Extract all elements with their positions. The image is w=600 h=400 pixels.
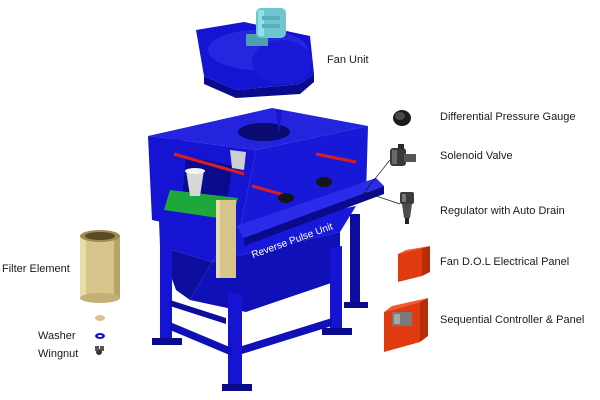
fan-unit xyxy=(196,8,314,98)
filter-element-label: Filter Element xyxy=(2,263,70,275)
wingnut xyxy=(95,346,104,355)
regulator-auto-drain xyxy=(400,192,414,224)
fan-unit-label: Fan Unit xyxy=(327,54,369,66)
fan-dol-panel xyxy=(398,246,430,282)
differential-pressure-gauge-label: Differential Pressure Gauge xyxy=(440,111,576,123)
sequential-controller-label: Sequential Controller & Panel xyxy=(440,314,585,326)
filter-element xyxy=(80,230,120,303)
differential-pressure-gauge xyxy=(393,110,411,126)
support-legs xyxy=(152,214,368,391)
venturi xyxy=(186,170,204,196)
sequential-controller-panel xyxy=(384,298,428,352)
reverse-pulse-assembly xyxy=(173,152,384,246)
fan-dol-panel-label: Fan D.O.L Electrical Panel xyxy=(440,256,570,268)
solenoid-valve xyxy=(390,144,416,166)
washer-label: Washer xyxy=(38,330,76,342)
washer xyxy=(95,315,105,339)
solenoid-valve-label: Solenoid Valve xyxy=(440,150,513,162)
leader-lines xyxy=(363,159,401,205)
wingnut-label: Wingnut xyxy=(38,348,79,360)
filter-bag xyxy=(216,200,236,278)
regulator-label: Regulator with Auto Drain xyxy=(440,205,565,217)
upper-housing xyxy=(148,108,368,278)
